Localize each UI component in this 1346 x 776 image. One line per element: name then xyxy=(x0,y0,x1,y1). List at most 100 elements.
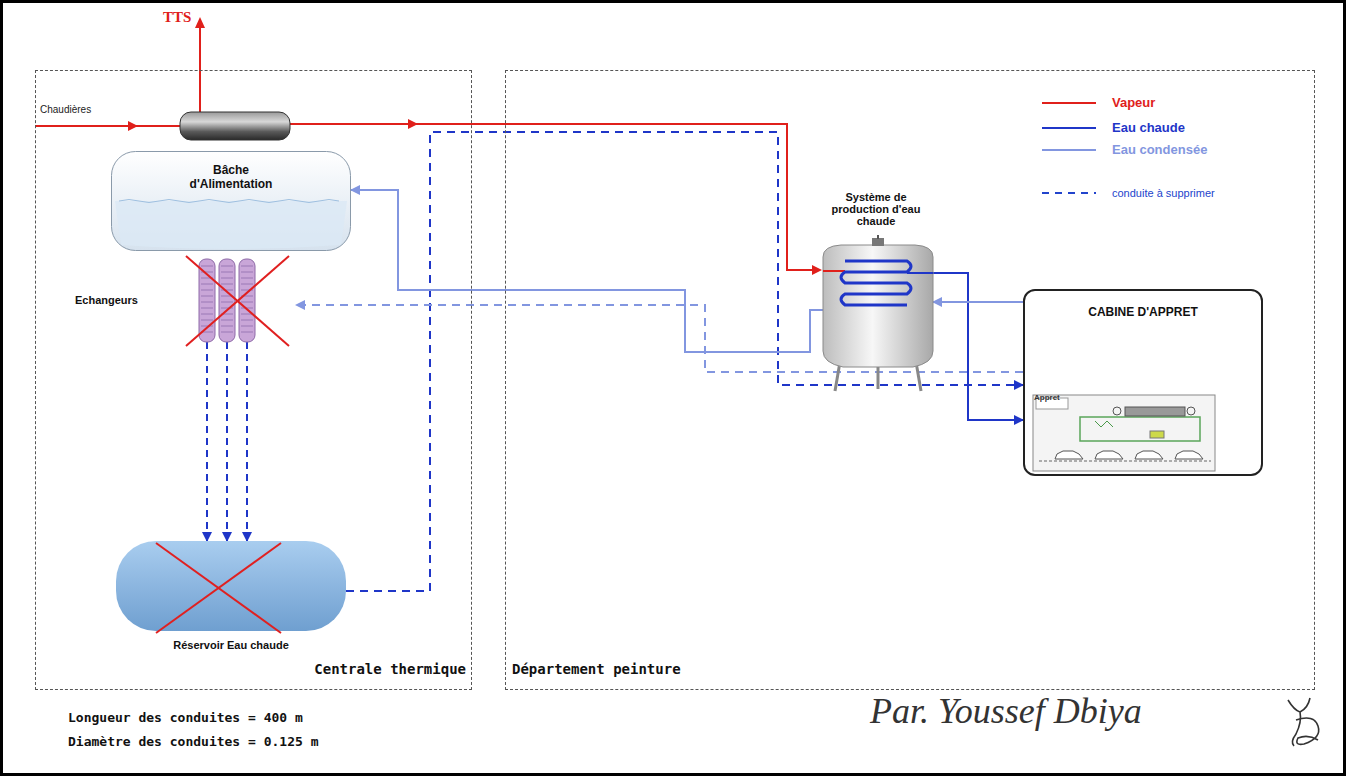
flow-arrow xyxy=(812,265,822,275)
shape-drawing xyxy=(1025,291,1265,478)
tube-rib xyxy=(221,326,233,327)
steam-collector xyxy=(180,112,290,140)
legend-line xyxy=(1042,127,1096,129)
booth-outline xyxy=(1080,417,1200,441)
node-title: Echangeurs xyxy=(75,294,175,306)
booth-plan xyxy=(1033,395,1215,471)
tube-rib xyxy=(221,266,233,267)
valve-stem xyxy=(877,235,879,239)
tube-rib xyxy=(241,284,253,285)
car-body xyxy=(1055,451,1083,459)
department-region: Département peintureSystème de productio… xyxy=(505,70,1315,690)
hot-water-reservoir xyxy=(116,541,346,631)
node-title: Centrale thermique xyxy=(294,661,466,677)
tube-rib xyxy=(241,302,253,303)
cross-out xyxy=(156,543,281,633)
heat-exchanger-tube xyxy=(199,259,215,342)
tube-rib xyxy=(221,272,233,273)
pipe-connector xyxy=(933,301,1023,303)
flow-arrow xyxy=(408,119,418,129)
car-body xyxy=(1175,451,1203,459)
water-coil xyxy=(1095,421,1113,427)
heat-exchanger-tube xyxy=(239,259,255,342)
node-title: Réservoir Eau chaude xyxy=(116,639,346,651)
water-heater-node: Système de production d'eau chaude xyxy=(801,191,951,396)
pipe-connector xyxy=(346,132,1023,591)
cross-out xyxy=(186,256,289,346)
heating-coil xyxy=(841,261,911,305)
fan xyxy=(1187,407,1195,415)
coil-inlet xyxy=(823,270,845,272)
tube-rib xyxy=(201,284,213,285)
legend-sample xyxy=(1040,94,1100,112)
monogram-stroke xyxy=(1296,718,1319,744)
tube-rib xyxy=(201,302,213,303)
tube-rib xyxy=(221,302,233,303)
cross-out xyxy=(156,543,281,633)
monogram xyxy=(1288,698,1319,746)
tube-rib xyxy=(241,326,253,327)
vessel-body xyxy=(823,245,933,367)
feed-tank xyxy=(112,152,351,251)
tube-rib xyxy=(221,332,233,333)
legend-text: Eau chaude xyxy=(1112,119,1185,137)
tube-rib xyxy=(201,308,213,309)
water-level xyxy=(115,201,347,249)
water-wave xyxy=(119,200,339,203)
pipe-connector xyxy=(226,342,228,541)
tube-rib xyxy=(201,290,213,291)
heat-exchanger-tube xyxy=(219,259,235,342)
fan xyxy=(1113,407,1121,415)
heat-exchanger-node: Echangeurs xyxy=(71,256,296,348)
legend-text: Vapeur xyxy=(1112,94,1155,112)
tube-rib xyxy=(201,296,213,297)
legend-sample xyxy=(1040,119,1100,137)
outlet-label: TTS xyxy=(163,9,191,26)
legend-text: Eau condensée xyxy=(1112,141,1207,159)
car-body xyxy=(1135,451,1163,459)
monogram-stroke xyxy=(1288,698,1310,746)
plant-region: Centrale thermique Bâche d'AlimentationEc… xyxy=(35,70,472,690)
reservoir-node: Réservoir Eau chaude xyxy=(116,541,346,666)
legend-sample xyxy=(1040,141,1100,159)
pipe-connector xyxy=(246,342,248,541)
tube-rib xyxy=(221,290,233,291)
node-title: Système de production d'eau chaude xyxy=(816,191,936,227)
steam-pipe xyxy=(199,24,201,112)
tube-rib xyxy=(241,320,253,321)
node-title: CABINE D'APPRET xyxy=(1025,305,1261,319)
legend-line xyxy=(1042,102,1096,104)
cross-out xyxy=(186,256,289,346)
node-title: Bâche d'Alimentation xyxy=(171,163,291,191)
valve xyxy=(872,238,884,246)
panel-tag: Appret xyxy=(1034,393,1060,402)
coil-outlet xyxy=(907,272,933,274)
conveyor xyxy=(1039,461,1211,462)
tube-rib xyxy=(241,332,253,333)
tube-rib xyxy=(221,284,233,285)
pipe-connector xyxy=(351,190,823,352)
flow-arrow xyxy=(195,17,205,28)
tube-rib xyxy=(201,320,213,321)
pump xyxy=(1150,431,1164,438)
tube-rib xyxy=(241,278,253,279)
tube-rib xyxy=(201,266,213,267)
feed-tank-node: Bâche d'Alimentation xyxy=(111,151,351,251)
signature: Par. Youssef Dbiya xyxy=(870,690,1142,732)
tube-rib xyxy=(221,278,233,279)
flow-arrow xyxy=(128,121,138,131)
pipe-connector xyxy=(933,273,1023,420)
legend-line xyxy=(1042,149,1096,151)
tube-rib xyxy=(241,266,253,267)
pipe-connector xyxy=(206,342,208,541)
legend-line xyxy=(1042,192,1096,194)
steam-pipe xyxy=(290,124,814,270)
inlet-label: Chaudières xyxy=(40,104,91,115)
booth-node: CABINE D'APPRET xyxy=(1023,289,1263,476)
dimension-note: Diamètre des conduites = 0.125 m xyxy=(68,734,318,749)
tube-rib xyxy=(221,320,233,321)
air-unit xyxy=(1125,407,1185,416)
legend-sample xyxy=(1040,184,1100,202)
tube-rib xyxy=(201,314,213,315)
